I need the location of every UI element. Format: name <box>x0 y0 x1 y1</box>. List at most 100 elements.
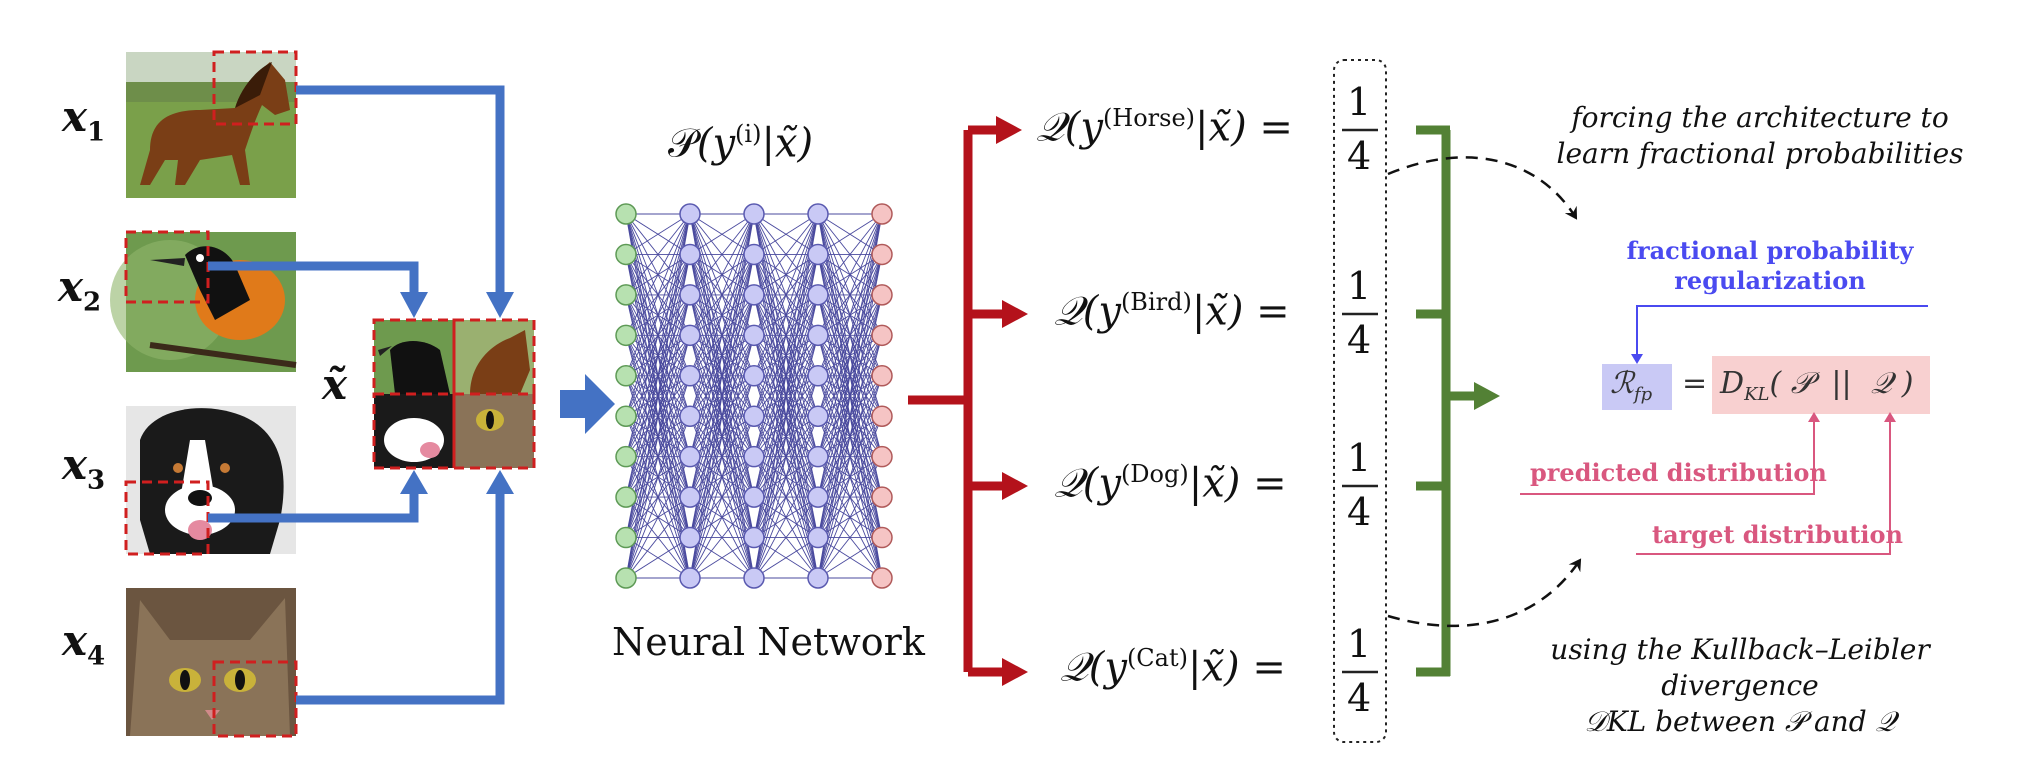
reg-rhs-box <box>1712 356 1930 414</box>
input-label-sub: 3 <box>87 465 106 496</box>
predicted-label: predicted distribution <box>1530 458 1827 487</box>
fraction-den-dog: 4 <box>1347 490 1372 534</box>
nn-connection <box>753 213 819 296</box>
output-sup: (Bird) <box>1120 288 1192 316</box>
reg-rhs-args: ( 𝒫 || 𝒬 ) <box>1769 366 1914 401</box>
nn-connection <box>817 294 883 579</box>
nn-connection <box>753 254 819 579</box>
reg-rhs-sub: KL <box>1744 384 1770 405</box>
input-label-x3: x3 <box>62 440 105 495</box>
fraction-num-bird: 1 <box>1347 264 1372 308</box>
nn-connection <box>817 213 883 417</box>
output-tail: |x̃) = <box>1191 288 1290 335</box>
nn-connection <box>625 375 691 579</box>
nn-hidden-node <box>679 324 701 347</box>
nn-hidden-node <box>807 526 829 549</box>
network-title-arg: (y <box>696 120 736 167</box>
nn-hidden-node <box>807 243 829 266</box>
nn-connection <box>817 213 883 498</box>
nn-connection <box>817 213 883 336</box>
nn-connection <box>689 537 755 579</box>
nn-output-node <box>871 203 893 225</box>
fraction-den-horse: 4 <box>1347 134 1372 178</box>
nn-connection <box>625 213 691 579</box>
neural-network <box>615 203 893 589</box>
nn-input-node <box>615 567 637 589</box>
nn-connection <box>817 213 883 296</box>
network-title-tail: |x̃) <box>761 120 814 167</box>
output-dog: 𝒬(y(Dog)|x̃) = <box>1054 460 1287 506</box>
nn-hidden-node <box>679 567 701 589</box>
nn-hidden-node <box>679 405 701 427</box>
nn-connection <box>689 213 755 376</box>
nn-connection <box>817 213 883 376</box>
nn-hidden-node <box>743 284 765 306</box>
output-cat: 𝒬(y(Cat)|x̃) = <box>1060 644 1286 690</box>
input-label-x4: x4 <box>62 616 105 671</box>
reg-pointer-line <box>1631 305 1928 364</box>
nn-connection <box>625 213 691 336</box>
nn-connection <box>625 213 691 255</box>
nn-connection <box>689 213 755 417</box>
input-label-var: x <box>62 92 88 141</box>
nn-connection <box>817 213 883 579</box>
arrow-horse-to-mix <box>296 85 505 296</box>
predicted-pointer-line <box>1520 412 1820 495</box>
network-title: 𝒫(y(i)|x̃) <box>668 120 813 166</box>
nn-connection <box>753 496 819 579</box>
blue-arrows <box>208 85 505 705</box>
nn-hidden-node <box>679 365 701 387</box>
network-title-p: 𝒫 <box>668 120 697 167</box>
output-sup: (Cat) <box>1126 644 1188 672</box>
nn-input-node <box>615 284 637 306</box>
fraction-num-dog: 1 <box>1347 436 1372 480</box>
nn-output-node <box>871 365 893 387</box>
target-pointer-line <box>1636 412 1896 555</box>
nn-hidden-node <box>807 284 829 306</box>
input-image-bird <box>110 232 297 372</box>
nn-connection <box>753 537 819 579</box>
reg-rhs-symbol: D <box>1720 366 1745 401</box>
input-label-sub: 2 <box>83 287 102 318</box>
nn-connection <box>689 416 755 579</box>
network-title-sup: (i) <box>735 120 762 148</box>
fractions-dotted-box <box>1333 59 1387 743</box>
output-sup: (Horse) <box>1102 104 1196 132</box>
nn-output-node <box>871 324 893 347</box>
nn-hidden-node <box>743 243 765 266</box>
note-top-line2: learn fractional probabilities <box>1556 137 1964 170</box>
nn-connection <box>625 213 691 417</box>
nn-hidden-node <box>743 445 765 468</box>
note-top-line1: forcing the architecture to <box>1571 101 1949 134</box>
nn-input-node <box>615 243 637 266</box>
note-bottom-line1: using the Kullback–Leibler divergence <box>1550 633 1930 702</box>
nn-output-node <box>871 526 893 549</box>
reg-label-line2: regularization <box>1674 266 1866 295</box>
output-tail: |x̃) = <box>1187 644 1286 691</box>
input-label-sub: 4 <box>87 641 106 672</box>
dashed-curve-bottom <box>1387 558 1582 628</box>
nn-input-node <box>615 365 637 387</box>
nn-connection <box>753 375 819 579</box>
nn-connection <box>753 456 819 579</box>
nn-connection <box>625 537 691 579</box>
arrow-cat-to-mix <box>296 490 505 705</box>
nn-connection <box>625 213 691 498</box>
nn-hidden-node <box>679 445 701 468</box>
reg-rhs: DKL( 𝒫 || 𝒬 ) <box>1720 366 1913 405</box>
nn-output-node <box>871 445 893 468</box>
output-q: 𝒬(y <box>1036 104 1103 151</box>
nn-input-node <box>615 486 637 508</box>
nn-hidden-node <box>807 405 829 427</box>
nn-hidden-node <box>743 365 765 387</box>
nn-connection <box>817 213 883 538</box>
nn-hidden-node <box>807 486 829 508</box>
nn-connection <box>625 254 691 579</box>
input-label-sub: 1 <box>87 117 106 148</box>
output-bird: 𝒬(y(Bird)|x̃) = <box>1054 288 1290 334</box>
nn-hidden-node <box>743 324 765 347</box>
reg-equals: = <box>1682 366 1708 401</box>
nn-connection <box>689 213 755 498</box>
nn-hidden-node <box>679 486 701 508</box>
